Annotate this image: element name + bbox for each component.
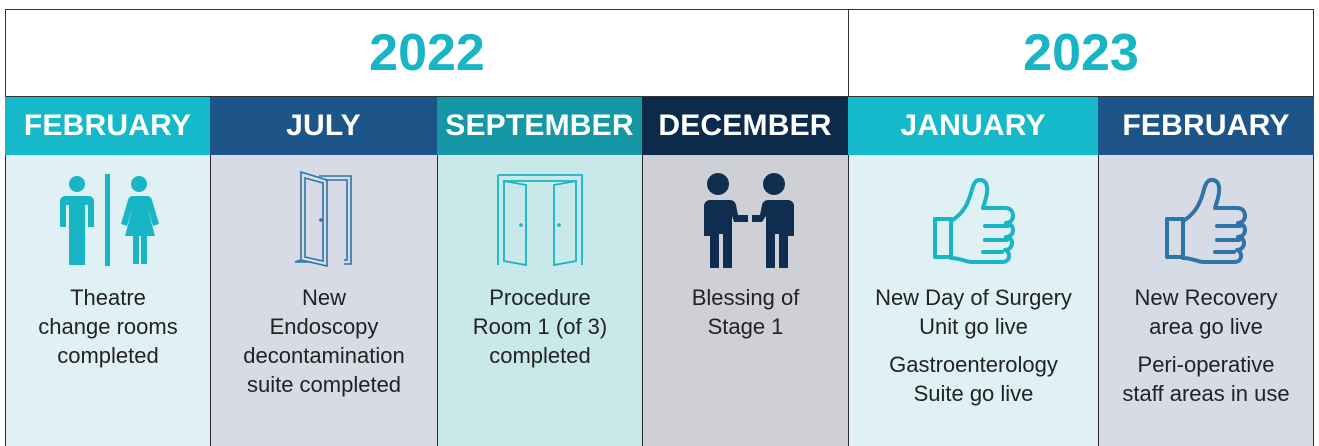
- milestone-column: New Day of Surgery Unit go live Gastroen…: [848, 155, 1098, 446]
- month-label: SEPTEMBER: [437, 97, 642, 155]
- year-header-2023: 2023: [848, 9, 1314, 97]
- milestone-text: Procedure Room 1 (of 3) completed: [442, 283, 638, 370]
- double-door-icon: [438, 169, 642, 271]
- month-label: FEBRUARY: [5, 97, 210, 155]
- milestone-column: New Recovery area go live Peri-operative…: [1098, 155, 1314, 446]
- restroom-icon: [6, 169, 210, 271]
- text-line: Stage 1: [707, 314, 784, 339]
- milestone-text: New Endoscopy decontamination suite comp…: [215, 283, 433, 399]
- text-line: completed: [57, 343, 159, 368]
- milestone-text: Theatre change rooms completed: [10, 283, 206, 370]
- milestone-column: Theatre change rooms completed: [5, 155, 210, 446]
- milestone-column: Blessing of Stage 1: [642, 155, 848, 446]
- thumbs-up-icon: [1099, 169, 1313, 271]
- month-label: JANUARY: [848, 97, 1098, 155]
- text-line: Theatre: [70, 285, 146, 310]
- year-header-2022: 2022: [5, 9, 849, 97]
- text-line: Procedure: [489, 285, 591, 310]
- text-line: New: [301, 285, 346, 310]
- milestone-column: Procedure Room 1 (of 3) completed: [437, 155, 642, 446]
- text-line: Blessing of: [691, 285, 800, 310]
- handshake-people-icon: [643, 169, 848, 271]
- text-line: decontamination: [243, 343, 405, 368]
- month-label: FEBRUARY: [1098, 97, 1314, 155]
- milestone-column: New Endoscopy decontamination suite comp…: [210, 155, 437, 446]
- milestone-text: Blessing of Stage 1: [647, 283, 844, 341]
- text-line: Gastroenterology: [889, 352, 1058, 377]
- timeline: 2022 2023 FEBRUARY JULY SEPTEMBER DECEMB…: [5, 9, 1314, 446]
- thumbs-up-icon: [849, 169, 1098, 271]
- text-line: New Day of Surgery: [875, 285, 1072, 310]
- text-line: completed: [489, 343, 591, 368]
- text-line: suite completed: [246, 372, 402, 397]
- text-line: area go live: [1149, 314, 1263, 339]
- door-icon: [211, 169, 437, 271]
- text-line: Endoscopy: [269, 314, 379, 339]
- month-label: JULY: [210, 97, 437, 155]
- text-line: Suite go live: [913, 381, 1034, 406]
- text-line: change rooms: [38, 314, 178, 339]
- milestone-text: New Day of Surgery Unit go live Gastroen…: [853, 283, 1094, 408]
- milestone-text: New Recovery area go live Peri-operative…: [1103, 283, 1309, 408]
- text-line: Room 1 (of 3): [472, 314, 608, 339]
- month-label: DECEMBER: [642, 97, 848, 155]
- text-line: New Recovery: [1134, 285, 1278, 310]
- text-line: Unit go live: [919, 314, 1028, 339]
- text-line: Peri-operative: [1137, 352, 1275, 377]
- text-line: staff areas in use: [1122, 381, 1290, 406]
